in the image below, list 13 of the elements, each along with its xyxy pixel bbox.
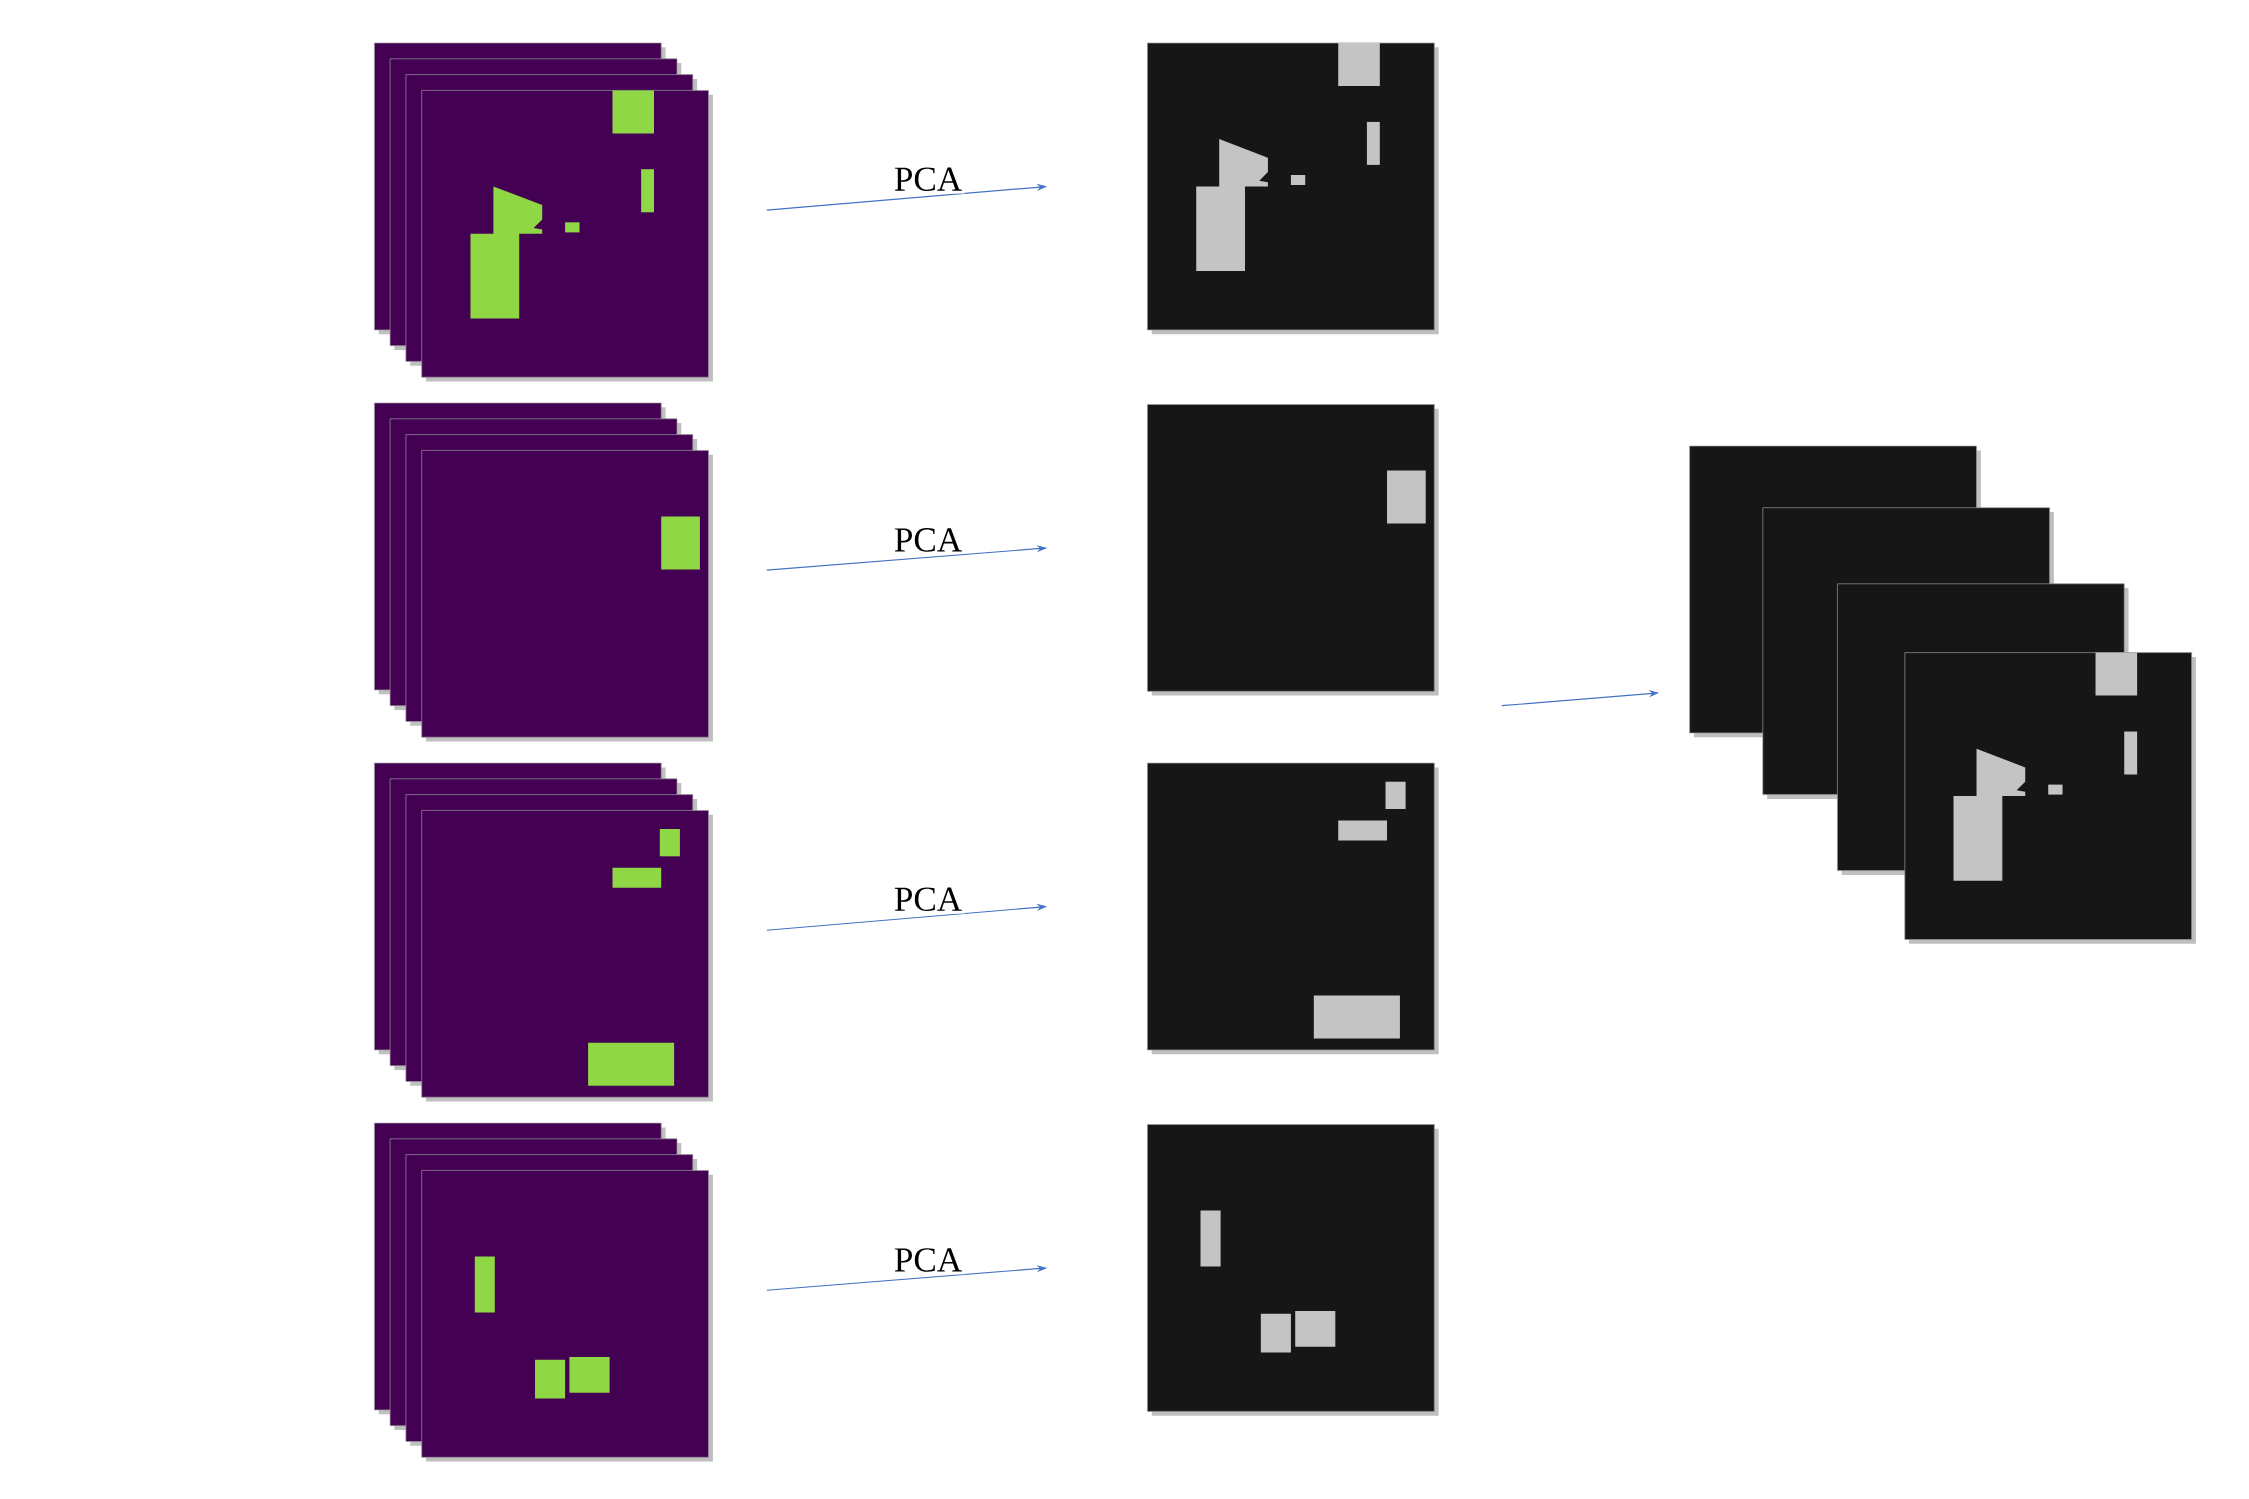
picture bbox=[1147, 404, 1439, 696]
picture bbox=[1147, 1124, 1439, 1416]
picture bbox=[1689, 445, 2196, 944]
picture bbox=[374, 762, 713, 1102]
picture bbox=[1147, 42, 1439, 335]
edge-label: PCA bbox=[894, 167, 962, 192]
picture bbox=[374, 402, 713, 742]
picture bbox=[1147, 762, 1439, 1055]
picture bbox=[374, 1122, 713, 1462]
edge-label: PCA bbox=[894, 887, 962, 912]
picture bbox=[374, 42, 713, 382]
edge-label: PCA bbox=[894, 1248, 962, 1272]
edge-label: PCA bbox=[894, 528, 962, 552]
